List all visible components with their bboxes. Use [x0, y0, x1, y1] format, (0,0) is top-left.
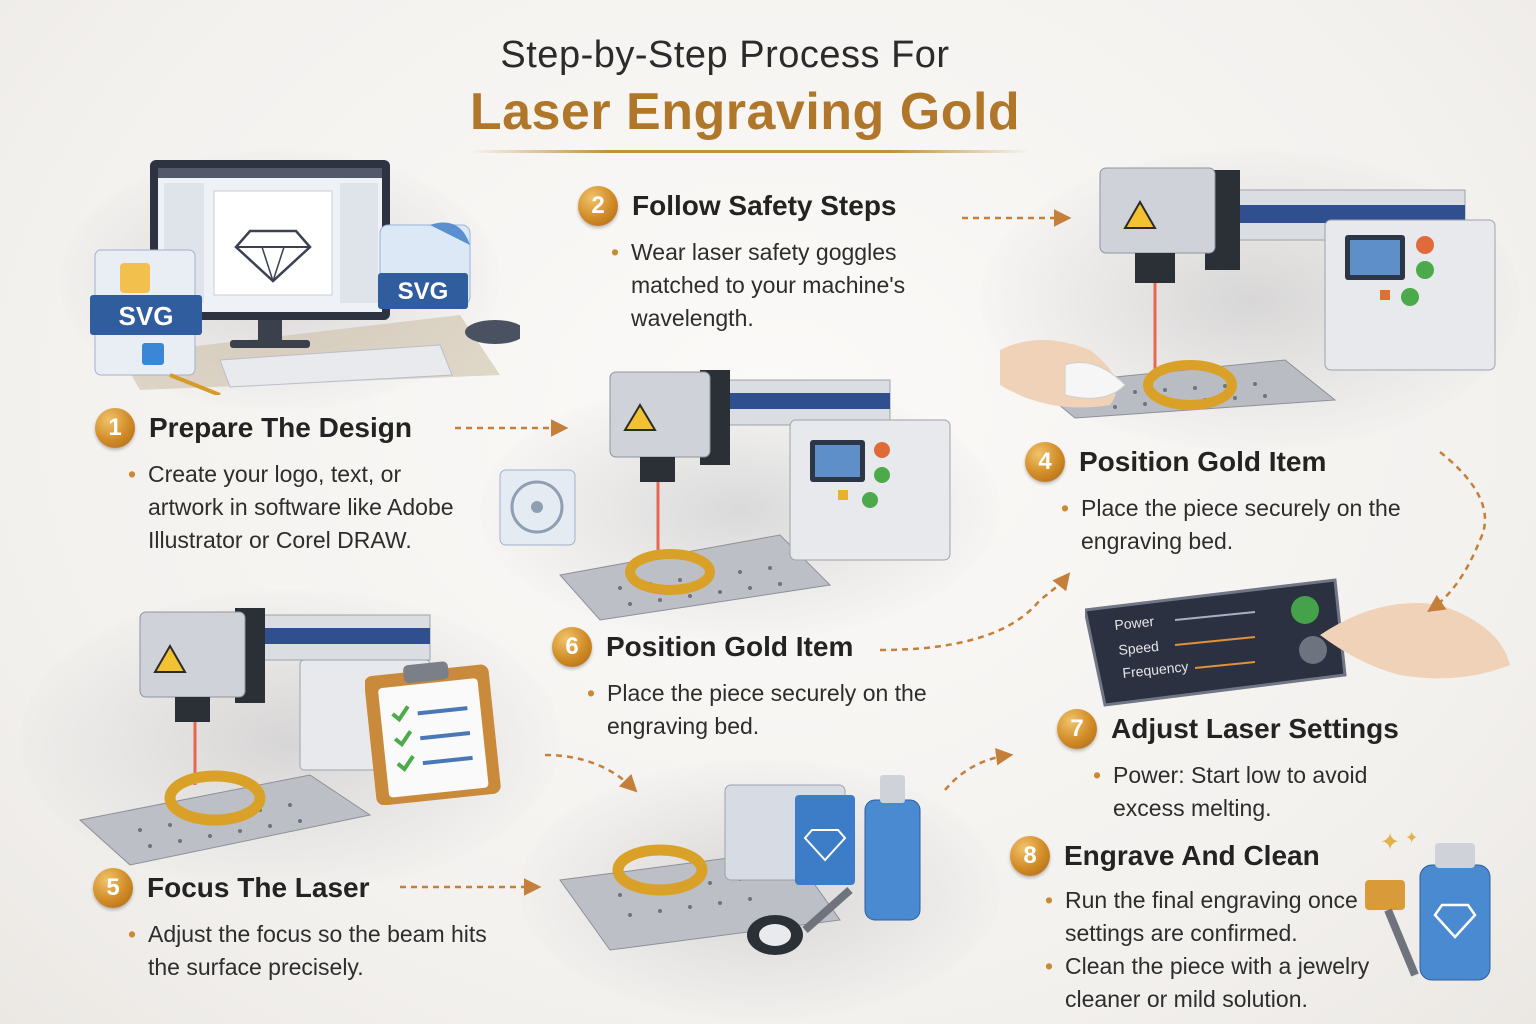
title-divider — [470, 150, 1030, 153]
step-title: Adjust Laser Settings — [1111, 713, 1399, 744]
step-bullet: Place the piece securely on the engravin… — [1061, 492, 1425, 558]
step-8: 8 Engrave And Clean Run the final engrav… — [1010, 836, 1395, 1016]
step-number-badge: 1 — [95, 408, 135, 448]
step-number-badge: 5 — [93, 868, 133, 908]
step-1: 1 Prepare The Design Create your logo, t… — [95, 408, 455, 557]
panel-label-speed: Speed — [1118, 638, 1160, 658]
step-bullet: Create your logo, text, or artwork in so… — [128, 458, 455, 557]
step-5: 5 Focus The Laser Adjust the focus so th… — [93, 868, 493, 984]
step-4: 4 Position Gold Item Place the piece sec… — [1025, 442, 1425, 558]
control-panel-icon: Power Speed Frequency — [1085, 578, 1510, 707]
step-bullet: Place the piece securely on the engravin… — [587, 677, 952, 743]
page-title: Laser Engraving Gold — [469, 83, 1021, 141]
clipboard-icon — [365, 661, 501, 805]
step-bullet: Adjust the focus so the beam hits the su… — [128, 918, 493, 984]
step-2: 2 Follow Safety Steps Wear laser safety … — [578, 186, 958, 335]
step-7: 7 Adjust Laser Settings Power: Start low… — [1057, 709, 1437, 825]
page-subtitle: Step-by-Step Process For — [500, 34, 950, 76]
step-title: Follow Safety Steps — [632, 190, 897, 221]
step-title: Position Gold Item — [606, 631, 854, 662]
svg-text:✦: ✦ — [1380, 828, 1400, 856]
step-number-badge: 4 — [1025, 442, 1065, 482]
laser-machine-icon — [499, 370, 951, 621]
monitor-icon: SVG SVG — [90, 160, 520, 395]
panel-label-frequency: Frequency — [1122, 658, 1189, 681]
step-title: Engrave And Clean — [1064, 840, 1320, 871]
step-title: Focus The Laser — [147, 872, 370, 903]
step-number-badge: 7 — [1057, 709, 1097, 749]
panel-label-power: Power — [1114, 613, 1155, 633]
svg-file-label: SVG — [398, 278, 449, 305]
step-bullet: Run the final engraving once settings ar… — [1045, 884, 1395, 950]
step-title: Position Gold Item — [1079, 446, 1327, 477]
step-bullet: Wear laser safety goggles matched to you… — [611, 236, 958, 335]
laser-machine-icon — [1000, 167, 1496, 419]
step-title: Prepare The Design — [149, 412, 412, 443]
step-bullet: Power: Start low to avoid excess melting… — [1093, 759, 1437, 825]
step-number-badge: 2 — [578, 186, 618, 226]
svg-text:✦: ✦ — [1405, 828, 1418, 847]
step-bullet: Clean the piece with a jewelry cleaner o… — [1045, 950, 1395, 1016]
cleaning-tools-icon — [559, 775, 921, 955]
step-number-badge: 6 — [552, 627, 592, 667]
svg-file-label: SVG — [119, 301, 174, 331]
step-number-badge: 8 — [1010, 836, 1050, 876]
step-6: 6 Position Gold Item Place the piece sec… — [552, 627, 952, 743]
